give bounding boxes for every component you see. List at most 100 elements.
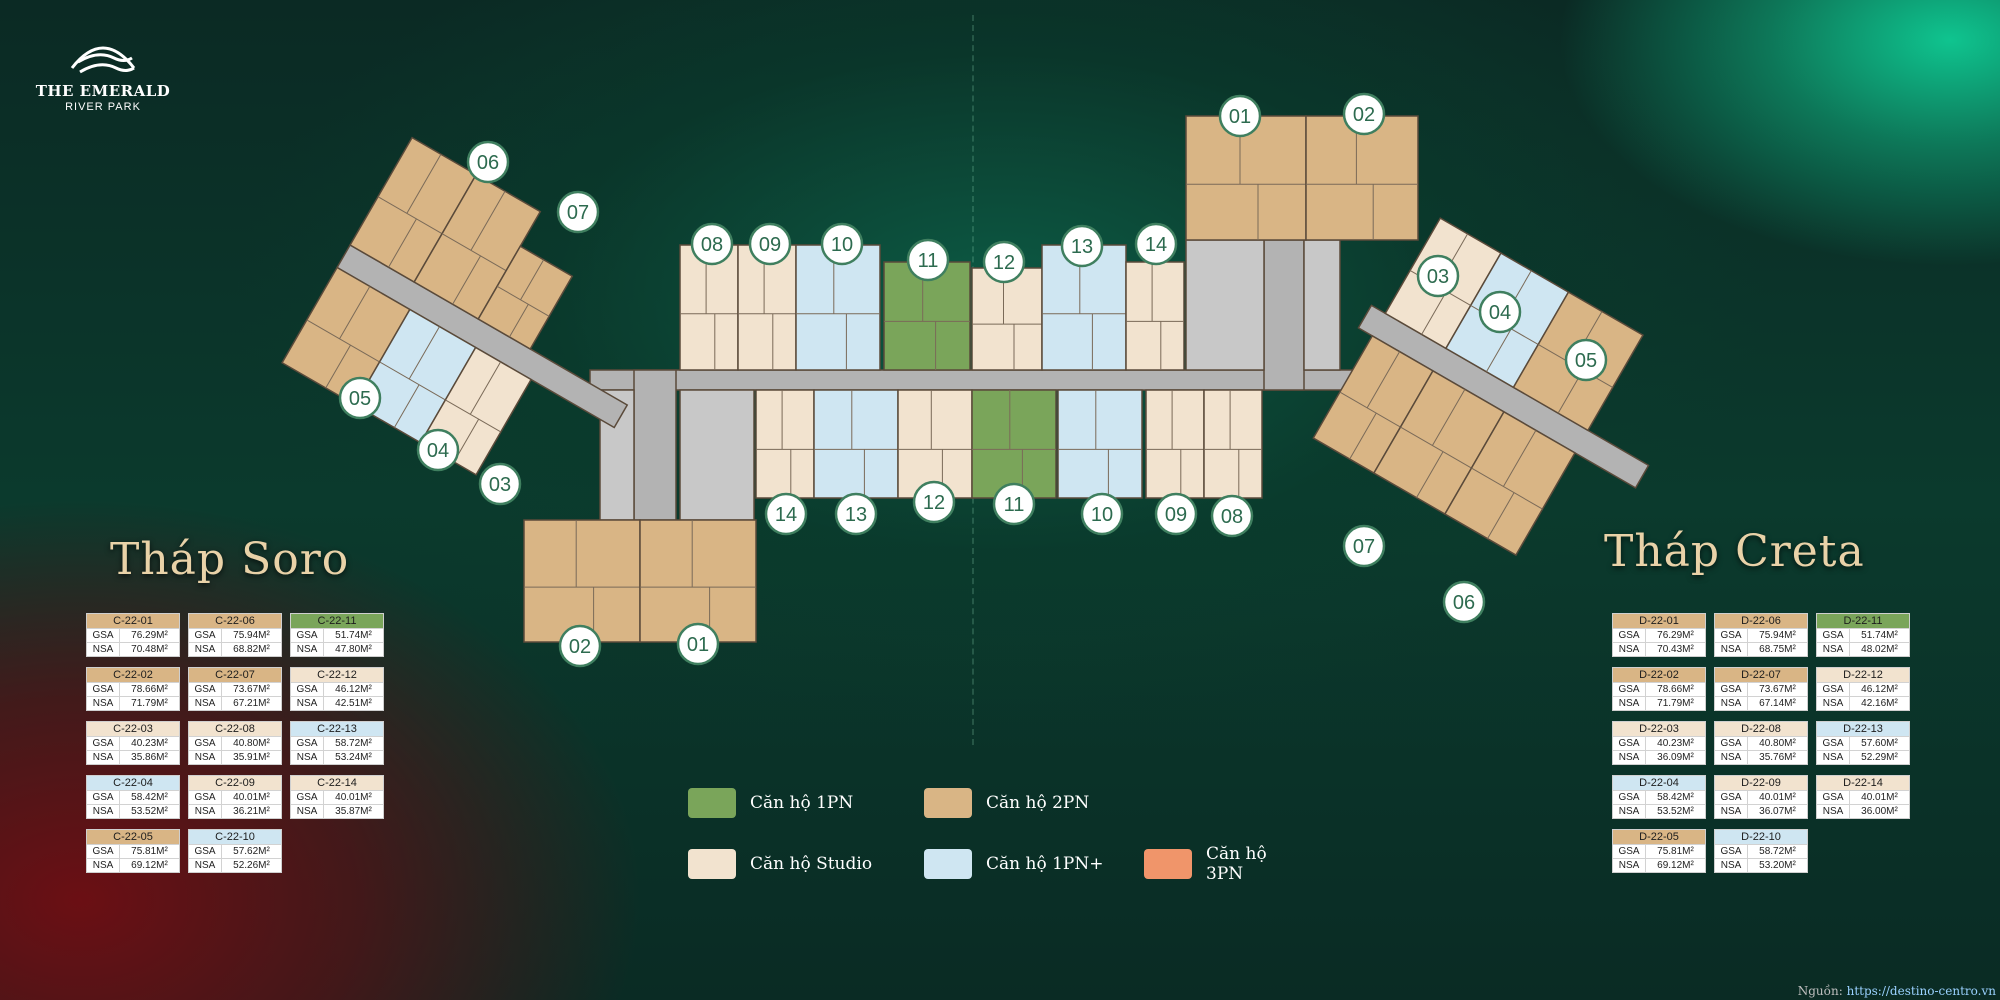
- unit-number-badge: 02: [558, 624, 602, 668]
- gsa-row: GSA 76.29M²: [1613, 628, 1705, 642]
- gsa-label: GSA: [1613, 737, 1646, 750]
- wave-logo-icon: [70, 46, 136, 74]
- nsa-label: NSA: [189, 805, 222, 818]
- unit-soro-02: [523, 519, 641, 643]
- gsa-label: GSA: [291, 629, 324, 642]
- unit-number-badge: 03: [1416, 254, 1460, 298]
- nsa-label: NSA: [189, 751, 222, 764]
- unit-lower-3: [971, 389, 1057, 499]
- gsa-value: 75.81M²: [1657, 846, 1694, 857]
- unit-code: D-22-05: [1613, 830, 1705, 844]
- gsa-value: 76.29M²: [1657, 630, 1694, 641]
- source-label: Nguồn:: [1797, 984, 1843, 998]
- gsa-label: GSA: [1715, 683, 1748, 696]
- gsa-value: 46.12M²: [335, 684, 372, 695]
- unit-number-badge: 13: [834, 492, 878, 536]
- room-lines: [306, 286, 380, 389]
- nsa-value: 42.51M²: [335, 698, 372, 709]
- source-note: Nguồn: https://destino-centro.vn: [1798, 984, 1996, 998]
- gsa-value: 75.94M²: [233, 630, 270, 641]
- room-lines: [1146, 390, 1204, 498]
- unit-code: C-22-10: [189, 830, 281, 844]
- unit-number-badge: 03: [478, 462, 522, 506]
- unit-code: C-22-08: [189, 722, 281, 736]
- gsa-label: GSA: [1715, 791, 1748, 804]
- gsa-label: GSA: [1817, 737, 1850, 750]
- unit-number: 14: [775, 504, 797, 526]
- nsa-value: 70.43M²: [1657, 644, 1694, 655]
- legend-swatch: [924, 788, 972, 818]
- core-soro: [679, 389, 755, 521]
- unit-code: D-22-12: [1817, 668, 1909, 682]
- nsa-label: NSA: [1715, 643, 1748, 656]
- gsa-value: 73.67M²: [233, 684, 270, 695]
- gsa-value: 73.67M²: [1759, 684, 1796, 695]
- nsa-value: 36.07M²: [1759, 806, 1796, 817]
- unit-number: 07: [567, 202, 589, 224]
- gsa-value: 40.23M²: [131, 738, 168, 749]
- unit-number-badge: 12: [912, 480, 956, 524]
- nsa-value: 70.48M²: [131, 644, 168, 655]
- nsa-value: 67.21M²: [233, 698, 270, 709]
- nsa-label: NSA: [291, 643, 324, 656]
- unit-upper-1: [737, 244, 797, 371]
- logo-line1: THE EMERALD: [35, 82, 171, 100]
- gsa-label: GSA: [1817, 791, 1850, 804]
- nsa-label: NSA: [189, 859, 222, 872]
- gsa-label: GSA: [291, 791, 324, 804]
- unit-number-badge: 08: [690, 222, 734, 266]
- nsa-value: 71.79M²: [131, 698, 168, 709]
- unit-code: D-22-06: [1715, 614, 1807, 628]
- unit-code: C-22-02: [87, 668, 179, 682]
- unit-number-badge: 11: [906, 238, 950, 282]
- unit-code: C-22-12: [291, 668, 383, 682]
- nsa-value: 53.24M²: [335, 752, 372, 763]
- gsa-label: GSA: [1613, 629, 1646, 642]
- room-lines: [379, 326, 446, 428]
- nsa-value: 47.80M²: [335, 644, 372, 655]
- gsa-value: 78.66M²: [131, 684, 168, 695]
- nsa-value: 42.16M²: [1861, 698, 1898, 709]
- source-link[interactable]: https://destino-centro.vn: [1846, 984, 1996, 998]
- unit-creta-wing-bottom-2: [1443, 410, 1576, 557]
- unit-number: 03: [489, 474, 511, 496]
- legend-label: Căn hộ 1PN: [750, 793, 854, 813]
- nsa-label: NSA: [1613, 805, 1646, 818]
- unit-number: 06: [1453, 592, 1475, 614]
- gsa-label: GSA: [291, 737, 324, 750]
- unit-number-badge: 08: [1210, 494, 1254, 538]
- nsa-value: 36.09M²: [1657, 752, 1694, 763]
- unit-number-badge: 12: [982, 240, 1026, 284]
- gsa-value: 40.80M²: [233, 738, 270, 749]
- legend-swatch: [688, 849, 736, 879]
- unit-number-badge: 14: [1134, 222, 1178, 266]
- nsa-label: NSA: [1715, 751, 1748, 764]
- unit-lower-2: [897, 389, 973, 499]
